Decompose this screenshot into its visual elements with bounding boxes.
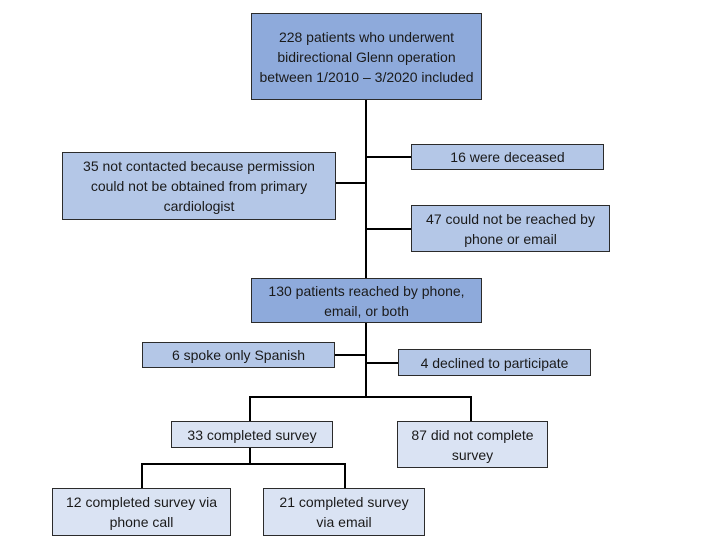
node-reached-text: 130 patients reached by phone, email, or… xyxy=(268,282,465,319)
node-unreachable: 47 could not be reached by phone or emai… xyxy=(411,205,610,252)
node-declined-text: 4 declined to participate xyxy=(420,354,569,371)
node-not-contacted: 35 not contacted because permission coul… xyxy=(62,152,336,220)
node-reached: 130 patients reached by phone, email, or… xyxy=(251,278,482,323)
node-completed-text: 33 completed survey xyxy=(187,426,317,443)
node-via-email: 21 completed survey via email xyxy=(263,488,425,536)
node-via-phone-text: 12 completed survey via phone call xyxy=(66,494,217,530)
node-total-patients-text: 228 patients who underwent bidirectional… xyxy=(259,28,474,85)
node-spanish: 6 spoke only Spanish xyxy=(142,342,335,368)
node-not-completed-text: 87 did not complete survey xyxy=(411,426,534,463)
node-unreachable-text: 47 could not be reached by phone or emai… xyxy=(426,210,595,247)
node-not-completed: 87 did not complete survey xyxy=(397,421,548,468)
node-completed: 33 completed survey xyxy=(171,421,333,448)
node-not-contacted-text: 35 not contacted because permission coul… xyxy=(83,158,315,214)
node-deceased: 16 were deceased xyxy=(411,144,604,170)
node-via-phone: 12 completed survey via phone call xyxy=(52,488,231,536)
node-via-email-text: 21 completed survey via email xyxy=(279,494,409,530)
node-spanish-text: 6 spoke only Spanish xyxy=(171,347,306,363)
node-deceased-text: 16 were deceased xyxy=(450,149,565,165)
node-declined: 4 declined to participate xyxy=(398,349,591,376)
node-total-patients: 228 patients who underwent bidirectional… xyxy=(251,13,482,100)
